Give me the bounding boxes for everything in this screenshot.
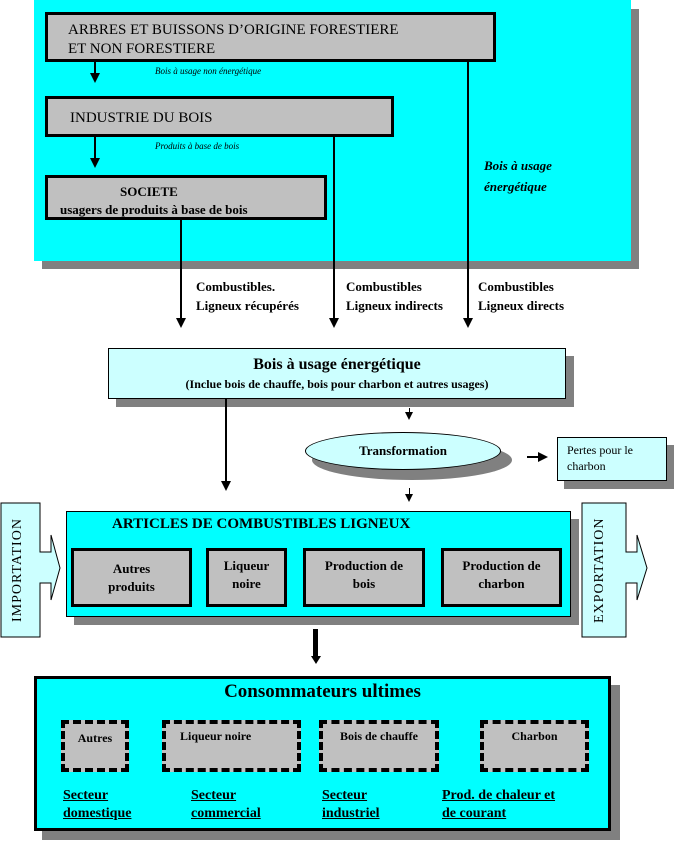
consumer-item-label: Bois de chauffe <box>340 729 418 743</box>
flow-label-recovered-line2: Ligneux récupérés <box>196 298 299 313</box>
article-item-line1: Production de <box>462 558 541 573</box>
arrow-to-losses <box>527 456 539 458</box>
article-item-line2: noire <box>232 576 261 591</box>
sources-box: ARBRES ET BUISSONS D’ORIGINE FORESTIERE … <box>45 12 496 62</box>
importation-arrow <box>0 502 61 638</box>
article-item-line2: bois <box>352 576 376 591</box>
flow-label-direct-line2: Ligneux directs <box>478 298 565 313</box>
exportation-label: EXPORTATION <box>592 517 607 623</box>
transformation-label: Transformation <box>359 443 447 458</box>
energy-wood-box: Bois à usage énergétique (Inclue bois de… <box>108 348 566 399</box>
losses-box: Pertes pour le charbon <box>557 437 667 481</box>
energy-wood-box-title: Bois à usage énergétique <box>253 356 421 373</box>
label-non-energy-wood: Bois à usage non énergétique <box>155 66 262 76</box>
sector-line2: industriel <box>322 806 380 821</box>
exportation-arrow <box>581 502 648 638</box>
arrow-sources-to-industry <box>94 62 96 76</box>
article-item-black-liquor: Liqueur noire <box>206 548 287 607</box>
industry-box-label: INDUSTRIE DU BOIS <box>70 110 213 126</box>
importation-label: IMPORTATION <box>10 518 25 622</box>
flow-line-indirect <box>333 137 335 320</box>
flow-label-recovered-line1: Combustibles. <box>196 279 276 294</box>
industry-box: INDUSTRIE DU BOIS <box>45 96 394 137</box>
sources-box-line2: ET NON FORESTIERE <box>68 41 216 57</box>
arrowhead <box>463 318 473 328</box>
arrowhead <box>311 656 321 664</box>
consumers-title: Consommateurs ultimes <box>224 681 421 702</box>
article-item-charcoal-production: Production de charbon <box>441 548 562 607</box>
sources-box-line1: ARBRES ET BUISSONS D’ORIGINE FORESTIERE <box>68 22 399 38</box>
society-box: SOCIETE usagers de produits à base de bo… <box>45 175 327 220</box>
consumer-item-label: Liqueur noire <box>180 729 252 743</box>
arrowhead <box>538 452 548 462</box>
flow-label-recovered: Combustibles. Ligneux récupérés <box>196 277 299 315</box>
sector-line2: de courant <box>442 806 507 821</box>
articles-title: ARTICLES DE COMBUSTIBLES LIGNEUX <box>112 516 411 532</box>
label-energy-wood-line2: énergétique <box>484 179 547 194</box>
sector-line1: Secteur <box>322 788 368 803</box>
sector-line1: Secteur <box>191 788 237 803</box>
sector-line2: domestique <box>63 806 132 821</box>
consumer-item-firewood: Bois de chauffe <box>319 720 439 772</box>
sector-line2: commercial <box>191 806 261 821</box>
label-energy-wood-line1: Bois à usage <box>484 158 552 173</box>
flow-line-direct <box>467 62 469 320</box>
flow-label-indirect: Combustibles Ligneux indirects <box>346 277 443 315</box>
arrowhead <box>176 318 186 328</box>
arrowhead <box>221 481 231 491</box>
flow-label-indirect-line1: Combustibles <box>346 279 422 294</box>
losses-box-line2: charbon <box>567 459 606 473</box>
consumer-item-other: Autres <box>61 720 129 772</box>
arrow-articles-to-consumers <box>313 629 318 657</box>
label-wood-products: Produits à base de bois <box>155 141 240 151</box>
article-item-line1: Liqueur <box>223 558 270 573</box>
consumer-item-label: Autres <box>77 731 113 745</box>
losses-box-line1: Pertes pour le <box>567 443 633 457</box>
consumer-item-charcoal: Charbon <box>480 720 589 772</box>
society-box-subtitle: usagers de produits à base de bois <box>60 202 248 217</box>
arrowhead <box>405 412 413 420</box>
sector-line1: Prod. de chaleur et <box>442 788 556 803</box>
flow-label-direct: Combustibles Ligneux directs <box>478 277 564 315</box>
article-item-wood-production: Production de bois <box>303 548 425 607</box>
consumer-item-label: Charbon <box>511 729 558 743</box>
flow-energy-to-articles <box>225 399 227 483</box>
arrowhead <box>90 158 100 168</box>
sector-line1: Secteur <box>63 788 109 803</box>
sector-domestic: Secteur domestique <box>63 787 131 823</box>
transformation-ellipse: Transformation <box>305 432 501 470</box>
article-item-line1: Production de <box>324 558 404 573</box>
flow-energy-to-transformation <box>409 408 410 412</box>
sector-industrial: Secteur industriel <box>322 787 380 823</box>
label-energy-wood: Bois à usage énergétique <box>484 155 552 197</box>
arrow-industry-to-society <box>94 137 96 159</box>
sector-commercial: Secteur commercial <box>191 787 261 823</box>
arrowhead <box>90 73 100 83</box>
energy-wood-box-subtitle: (Inclue bois de chauffe, bois pour charb… <box>185 377 489 391</box>
arrowhead <box>405 494 413 502</box>
article-item-line1: Autres <box>112 561 151 576</box>
society-box-title: SOCIETE <box>120 184 178 199</box>
flow-label-indirect-line2: Ligneux indirects <box>346 298 443 313</box>
consumer-item-black-liquor: Liqueur noire <box>162 720 301 772</box>
article-item-line2: charbon <box>478 576 525 591</box>
arrowhead <box>329 318 339 328</box>
flow-transformation-to-articles <box>409 488 410 494</box>
article-item-other-products: Autres produits <box>71 548 192 607</box>
article-item-line2: produits <box>108 579 155 594</box>
sector-heat-power: Prod. de chaleur et de courant <box>442 787 555 823</box>
flow-label-direct-line1: Combustibles <box>478 279 554 294</box>
flow-line-recovered <box>180 220 182 320</box>
